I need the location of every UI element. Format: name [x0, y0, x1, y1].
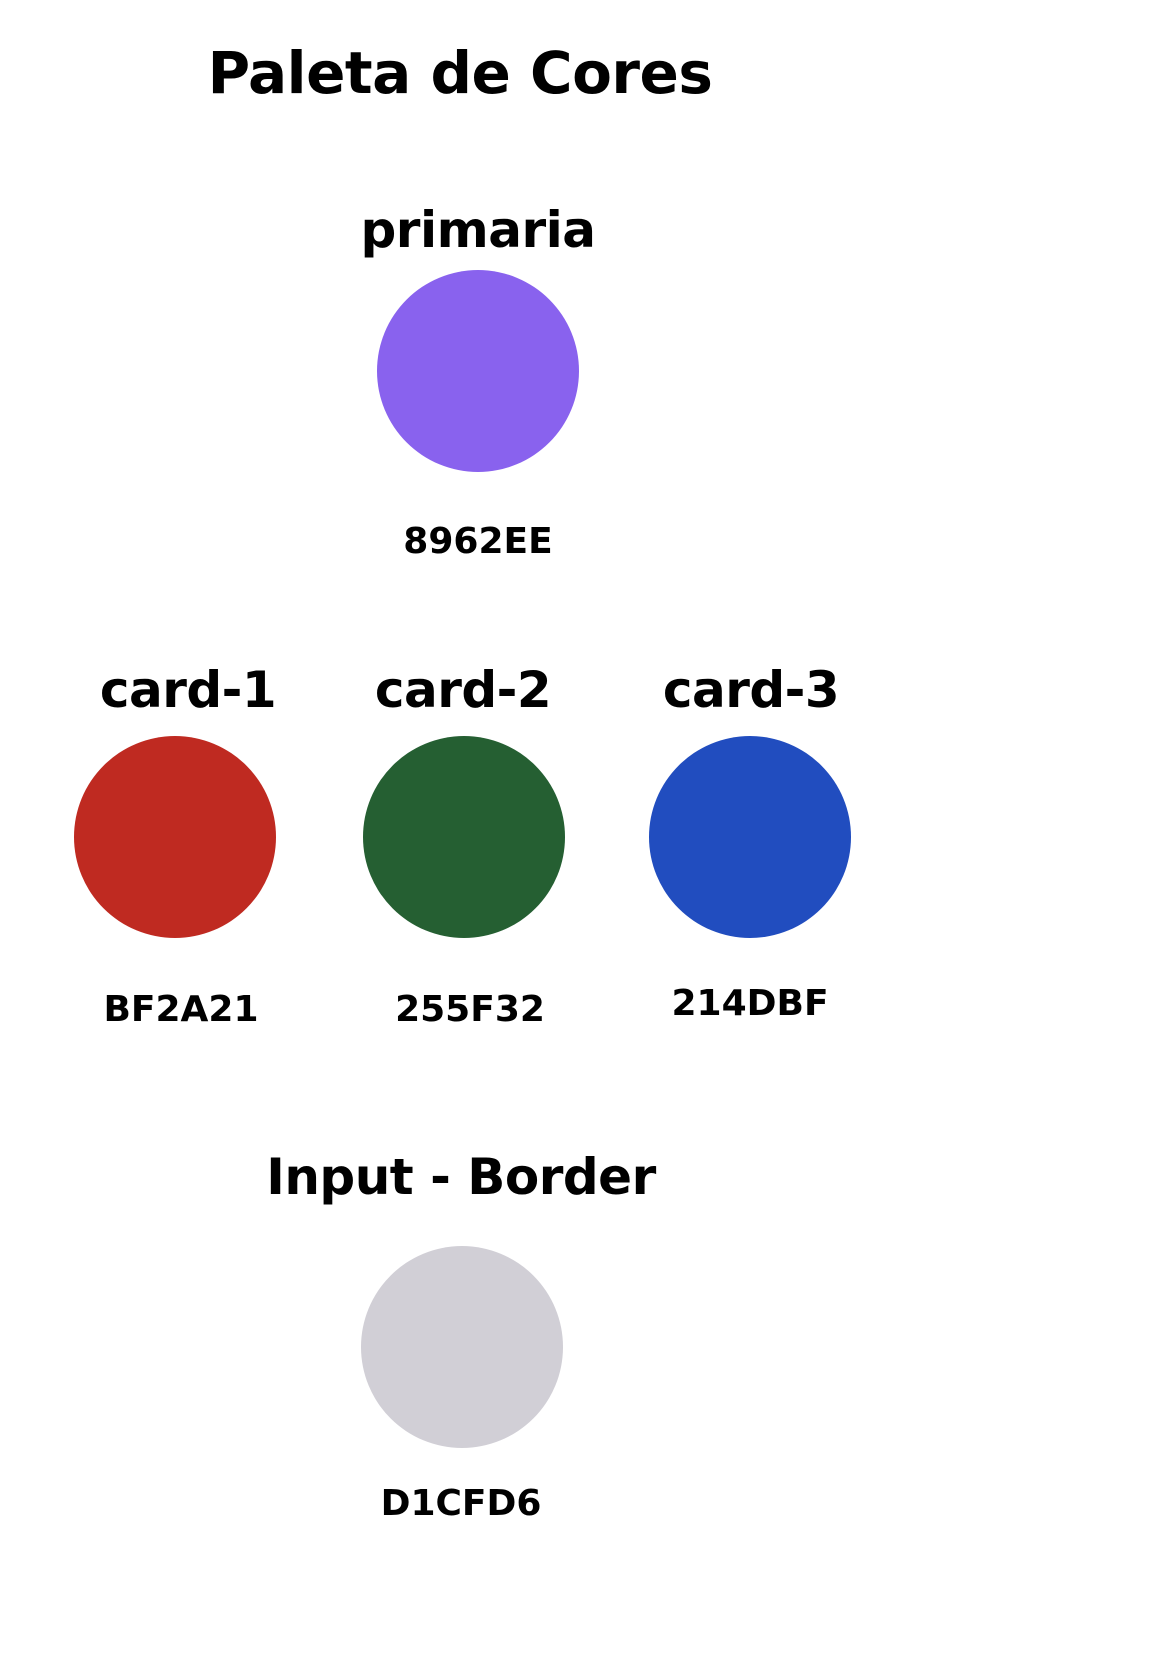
color-swatch-card-3 [649, 736, 851, 938]
color-swatch-card-1 [74, 736, 276, 938]
color-label-card-3: card-3 [662, 661, 840, 719]
color-label-input-border: Input - Border [266, 1148, 656, 1206]
color-hex-primaria: 8962EE [403, 521, 553, 562]
color-swatch-primaria [377, 270, 579, 472]
color-label-card-1: card-1 [99, 661, 277, 719]
color-label-card-2: card-2 [374, 661, 552, 719]
color-hex-input-border: D1CFD6 [380, 1483, 542, 1524]
color-swatch-input-border [361, 1246, 563, 1448]
color-hex-card-2: 255F32 [395, 989, 545, 1030]
color-label-primaria: primaria [360, 201, 596, 259]
color-hex-card-3: 214DBF [671, 983, 829, 1024]
color-swatch-card-2 [363, 736, 565, 938]
page-title: Paleta de Cores [207, 39, 713, 107]
color-hex-card-1: BF2A21 [103, 989, 259, 1030]
